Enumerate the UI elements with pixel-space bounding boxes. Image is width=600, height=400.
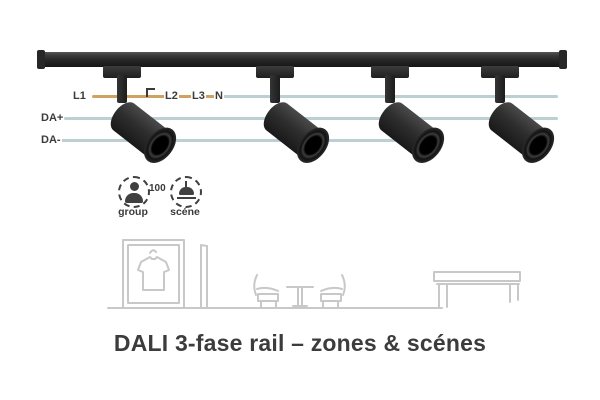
room-sketch [100,228,530,320]
track-spotlight-1 [103,66,209,170]
lamp-shade-icon [179,187,194,195]
scene-label: scéne [170,206,200,218]
spotlight-body [258,97,336,170]
fixture-stem [270,75,280,103]
spotlight-body [373,97,451,170]
dim-value: 100 [149,183,166,194]
person-head-icon [130,182,139,191]
lounge-chair-left [254,275,278,308]
track-adapter [103,66,141,78]
wire-tap-mark [146,88,155,97]
scene-icon [170,176,202,208]
lounge-chair-right [321,275,345,308]
label-da-minus: DA- [40,134,62,146]
diagram-caption: DALI 3-fase rail – zones & scénes [113,330,487,356]
group-icon [118,176,150,208]
track-adapter [256,66,294,78]
track-spotlight-4 [481,66,587,170]
fixture-stem [117,75,127,103]
fixture-stem [495,75,505,103]
desk [434,272,520,308]
track-spotlight-3 [371,66,477,170]
track-adapter [481,66,519,78]
person-body-icon [125,193,143,203]
spotlight-body [483,97,561,170]
dali-da-plus-wire [64,117,558,120]
label-l3: L3 [191,90,206,102]
label-l2: L2 [164,90,179,102]
spotlight-body [105,97,183,170]
fixture-stem [385,75,395,103]
dali-da-minus-wire [60,139,432,142]
group-label: group [118,206,148,218]
lamp-cord-icon [185,181,187,187]
wardrobe [123,240,184,308]
side-table [287,287,313,306]
lamp-base-icon [177,197,196,199]
label-n: N [214,90,224,102]
phase-l1-wire [92,95,222,98]
label-da-plus: DA+ [40,112,65,124]
track-adapter [371,66,409,78]
divider-panel [201,245,207,308]
track-rail [37,50,567,69]
track-spotlight-2 [256,66,362,170]
label-l1: L1 [72,90,87,102]
